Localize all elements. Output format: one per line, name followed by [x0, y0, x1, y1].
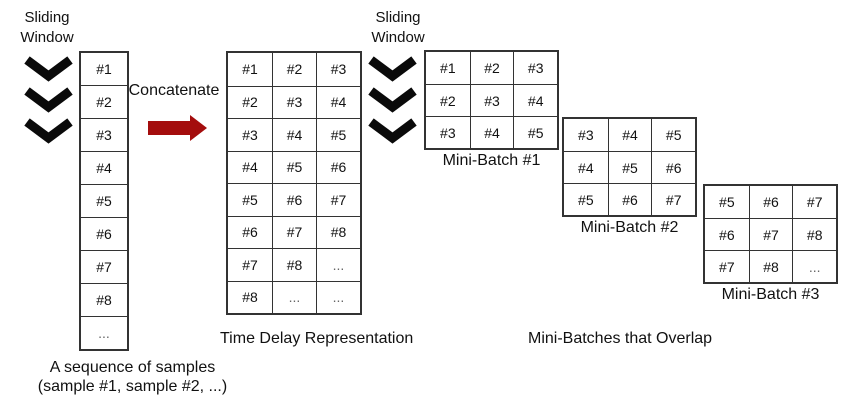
mb-cell: #2	[426, 84, 470, 116]
tdr-cell: #7	[316, 183, 360, 216]
sequence-caption-line1: A sequence of samples	[49, 359, 216, 376]
mini-batch-2-table: #3 #4 #5 #4 #5 #6 #5 #6 #7	[562, 117, 698, 217]
mb-cell: #6	[651, 151, 696, 183]
sliding-window-label-right-line2: Window	[371, 29, 425, 46]
sequence-cell: #5	[81, 184, 127, 217]
mb-cell: #6	[705, 218, 749, 250]
tdr-cell: #1	[242, 61, 258, 78]
sequence-caption-line2: (sample #1, sample #2, ...)	[37, 378, 228, 395]
tdr-cell: #3	[316, 53, 360, 86]
sequence-cell: #7	[81, 250, 127, 283]
tdr-cell: #3	[272, 85, 316, 118]
tdr-cell: #7	[272, 215, 316, 248]
sliding-window-label-left-line1: Sliding	[24, 9, 70, 26]
mb-cell: #5	[651, 119, 695, 151]
tdr-cell-ellipsis: ...	[272, 280, 316, 313]
mb-cell: #8	[792, 218, 837, 250]
mini-batch-1-label: Mini-Batch #1	[442, 152, 541, 169]
sliding-window-chevrons-left-icon	[24, 56, 73, 144]
mb-cell: #7	[705, 250, 749, 282]
time-delay-table: #1 #2 #3 #2 #3 #4 #3 #4 #5 #4 #5 #6 #5 #…	[226, 51, 362, 315]
mb-cell: #7	[651, 183, 696, 215]
mb-cell: #7	[748, 218, 793, 250]
concatenate-arrow-icon	[148, 115, 207, 141]
sequence-cell: #2	[81, 85, 127, 118]
sequence-cell-ellipsis: ...	[81, 316, 127, 349]
mb-cell: #3	[426, 116, 470, 148]
sliding-window-label-right-line1: Sliding	[375, 9, 421, 26]
mb-cell: #1	[440, 60, 456, 76]
tdr-cell-ellipsis: ...	[316, 248, 360, 281]
tdr-cell: #6	[316, 150, 360, 183]
mb-cell-ellipsis: ...	[792, 250, 837, 282]
tdr-cell: #8	[228, 280, 272, 314]
tdr-cell: #4	[228, 150, 272, 184]
sequence-cell: #8	[81, 283, 127, 316]
sliding-window-label-left-line2: Window	[20, 29, 74, 46]
tdr-cell: #6	[228, 215, 272, 249]
tdr-cell: #5	[228, 183, 272, 216]
mini-batch-2-label: Mini-Batch #2	[580, 219, 679, 236]
mini-batch-3-label: Mini-Batch #3	[721, 286, 820, 303]
mini-batch-3-table: #5 #6 #7 #6 #7 #8 #7 #8 ...	[703, 184, 839, 284]
sequence-column-table: #1 #2 #3 #4 #5 #6 #7 #8 ...	[79, 51, 129, 351]
tdr-cell: #8	[272, 248, 316, 281]
sliding-window-label-left: Sliding Window	[8, 8, 86, 48]
sequence-cell: #3	[81, 118, 127, 151]
mb-cell: #4	[564, 151, 608, 183]
tdr-cell: #3	[228, 118, 272, 151]
tdr-cell: #2	[228, 85, 272, 119]
sequence-cell: #6	[81, 217, 127, 250]
mb-cell: #5	[607, 151, 652, 183]
sliding-window-label-right: Sliding Window	[359, 8, 437, 48]
mb-cell: #2	[469, 52, 514, 84]
tdr-cell: #6	[272, 183, 316, 216]
sequence-caption: A sequence of samples (sample #1, sample…	[15, 358, 250, 396]
overlap-caption: Mini-Batches that Overlap	[528, 330, 713, 347]
mb-cell: #5	[513, 116, 558, 148]
mb-cell: #3	[513, 52, 557, 84]
sequence-cell: #1	[96, 61, 112, 77]
mb-cell: #3	[469, 84, 514, 116]
sequence-cell: #4	[81, 151, 127, 184]
time-delay-caption: Time Delay Representation	[220, 330, 414, 347]
mb-cell: #7	[792, 186, 836, 218]
tdr-cell-ellipsis: ...	[316, 280, 360, 313]
mb-cell: #6	[607, 183, 652, 215]
tdr-cell: #8	[316, 215, 360, 248]
tdr-cell: #2	[272, 53, 316, 86]
tdr-cell: #5	[316, 118, 360, 151]
mb-cell: #8	[748, 250, 793, 282]
mb-cell: #6	[748, 186, 793, 218]
concatenate-label: Concatenate	[128, 82, 220, 99]
tdr-cell: #4	[272, 118, 316, 151]
mini-batch-1-table: #1 #2 #3 #2 #3 #4 #3 #4 #5	[424, 50, 560, 150]
tdr-cell: #4	[316, 85, 360, 118]
mb-cell: #4	[469, 116, 514, 148]
mb-cell: #4	[513, 84, 558, 116]
tdr-cell: #7	[228, 248, 272, 281]
mb-cell: #5	[564, 183, 608, 215]
tdr-cell: #5	[272, 150, 316, 183]
mb-cell: #3	[578, 127, 594, 143]
sliding-window-chevrons-right-icon	[368, 56, 417, 144]
mb-cell: #4	[607, 119, 652, 151]
mb-cell: #5	[719, 194, 735, 210]
